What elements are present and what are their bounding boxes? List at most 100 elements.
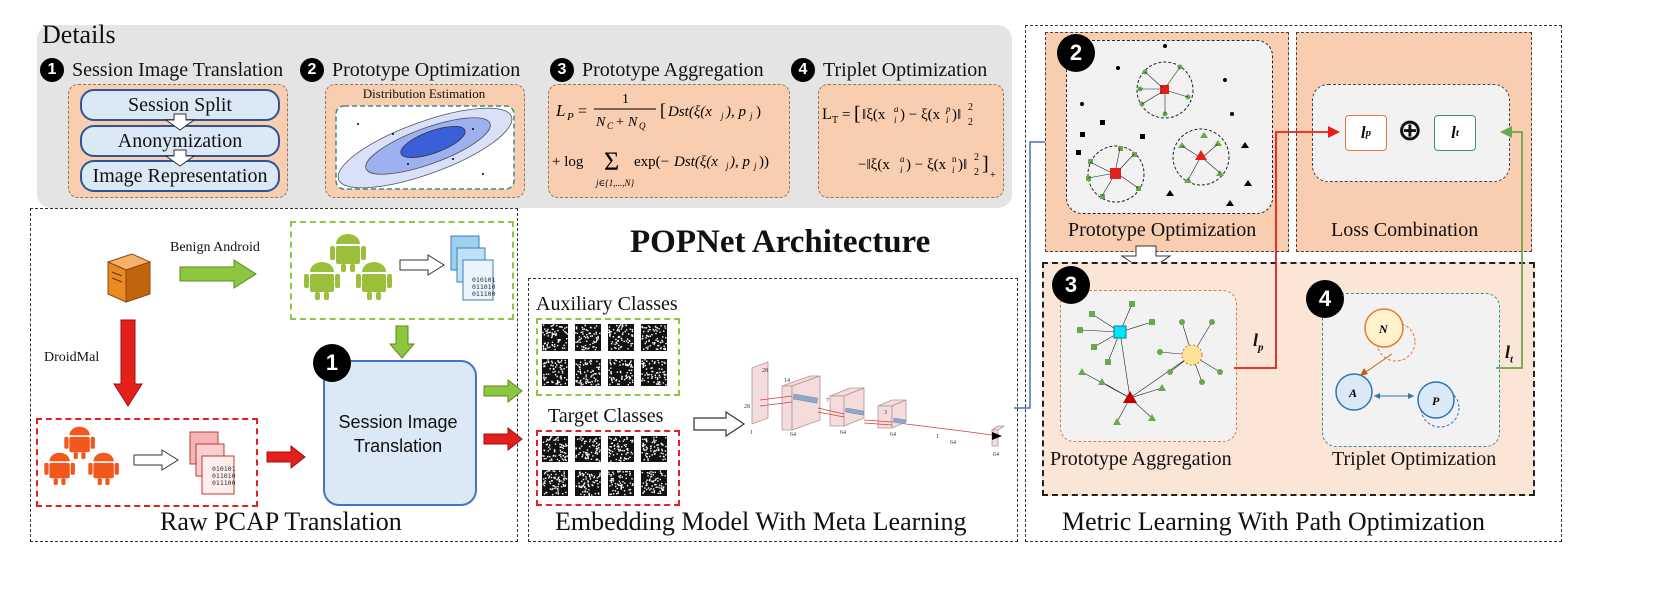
lp-arrow-label: lp <box>1253 330 1264 354</box>
step-4-header: 4 Triplet Optimization <box>791 58 987 82</box>
benign-hollow-arrow <box>399 254 445 276</box>
triplet-node-n: N <box>1378 322 1389 336</box>
cnn-num: 3 <box>884 410 887 416</box>
loss-lt-sub: t <box>1455 127 1459 139</box>
proto-agg-badge: 3 <box>1052 266 1090 304</box>
svg-text:+ log: + log <box>552 154 584 170</box>
embedding-panel <box>528 278 1018 542</box>
raw-pcap-panel <box>30 208 518 542</box>
lt-connector <box>1496 126 1523 369</box>
malicious-bytes: 010101 011010 011100 <box>212 466 235 487</box>
svg-text:j: j <box>753 161 757 171</box>
triplet-inner <box>1322 293 1500 447</box>
malicious-android-icons <box>44 426 119 485</box>
svg-text:j∈{1,...,N}: j∈{1,...,N} <box>595 178 635 188</box>
lt-arrow-sub: t <box>1510 353 1514 366</box>
cnn-schematic: 28 28 1 14 64 7 64 3 64 1 64 64 <box>744 361 1006 458</box>
class-image-thumb <box>641 324 667 351</box>
step-3-label: Prototype Aggregation <box>582 58 764 81</box>
class-image-thumb <box>641 359 667 386</box>
svg-text:L: L <box>555 101 565 120</box>
svg-text:N: N <box>627 115 638 130</box>
class-image-thumb <box>575 470 601 496</box>
step-3-badge: 3 <box>550 58 574 82</box>
droidmal-arrow <box>113 319 143 407</box>
svg-text:a: a <box>900 154 905 164</box>
step-2-badge: 2 <box>300 58 324 82</box>
to-target-arrow <box>483 426 523 452</box>
svg-text:i: i <box>900 165 903 175</box>
class-image-thumb <box>542 436 568 462</box>
svg-text:−‖ξ(x: −‖ξ(x <box>858 157 890 173</box>
malicious-hollow-arrow <box>133 449 179 471</box>
svg-text:2: 2 <box>974 152 979 163</box>
svg-text:j: j <box>749 111 753 121</box>
session-translation-box <box>323 360 477 506</box>
svg-text:)‖: )‖ <box>952 107 961 123</box>
benign-arrow <box>179 259 257 289</box>
cnn-num: 64 <box>840 430 846 436</box>
benign-android-icons <box>304 234 392 300</box>
class-image-thumb <box>608 470 634 496</box>
benign-down-arrow <box>388 325 416 359</box>
svg-text:+: + <box>616 115 624 130</box>
malicious-bytes-line: 011010 <box>212 472 236 480</box>
svg-text:Q: Q <box>639 121 646 131</box>
raw-pcap-title: Raw PCAP Translation <box>160 507 402 536</box>
cnn-num: 64 <box>950 440 956 446</box>
svg-text:T: T <box>832 115 838 126</box>
svg-text:2: 2 <box>968 117 973 128</box>
svg-text:2: 2 <box>974 167 979 178</box>
svg-text:]: ] <box>982 153 989 175</box>
class-image-thumb <box>542 324 568 351</box>
svg-text:C: C <box>607 121 614 131</box>
to-cnn-arrow <box>693 410 746 438</box>
svg-text:i: i <box>952 165 955 175</box>
proto-agg-graph <box>1077 301 1223 425</box>
plus-icon: ⊕ <box>1397 113 1423 148</box>
session-translation-label-line2: Translation <box>353 436 443 456</box>
cnn-num: 64 <box>790 432 796 438</box>
malicious-right-arrow <box>266 444 306 470</box>
benign-bytes-line: 011100 <box>472 290 496 298</box>
svg-text:1: 1 <box>622 92 629 107</box>
cnn-num: 1 <box>750 430 753 436</box>
aux-classes-box <box>536 318 680 396</box>
session-translation-label-line1: Session Image <box>338 412 458 432</box>
target-classes-label: Target Classes <box>548 405 664 427</box>
step-2-label: Prototype Optimization <box>332 58 521 81</box>
class-image-thumb <box>575 436 601 462</box>
svg-text:Dst(ξ(x: Dst(ξ(x <box>667 104 712 120</box>
class-image-thumb <box>608 359 634 386</box>
svg-text:N: N <box>595 115 606 130</box>
cnn-num: 64 <box>890 432 896 438</box>
svg-text:i: i <box>946 115 949 125</box>
loss-lp-sub: p <box>1365 127 1372 139</box>
aggregation-eq-box <box>548 84 790 198</box>
class-image-thumb <box>575 324 601 351</box>
svg-text:[: [ <box>854 103 861 125</box>
svg-text:P: P <box>566 111 574 123</box>
class-image-thumb <box>575 359 601 386</box>
svg-text:) − ξ(x: ) − ξ(x <box>900 107 941 123</box>
triplet-graph: N A P <box>1335 308 1460 428</box>
svg-text:Σ: Σ <box>604 147 619 176</box>
step-1-badge: 1 <box>40 58 64 82</box>
benign-bytes-line: 010101 <box>472 276 496 284</box>
class-image-thumb <box>641 470 667 496</box>
class-image-thumb <box>641 436 667 462</box>
step-image-representation: Image Representation <box>80 160 280 192</box>
svg-text:=: = <box>842 107 850 123</box>
class-image-thumb <box>608 324 634 351</box>
svg-text:i: i <box>894 115 897 125</box>
cnn-num: 7 <box>826 398 829 404</box>
distribution-label: Distribution Estimation <box>362 86 486 101</box>
cnn-num: 28 <box>762 368 768 374</box>
benign-box <box>290 221 514 320</box>
benign-file-icon <box>450 235 494 301</box>
lp-connector <box>1234 126 1340 369</box>
target-class-images <box>542 436 667 496</box>
aggregation-equation: L P = 1 N C + N Q [ Dst(ξ(x j ), p j ) +… <box>552 92 769 188</box>
droidmal-label: DroidMal <box>44 350 100 365</box>
